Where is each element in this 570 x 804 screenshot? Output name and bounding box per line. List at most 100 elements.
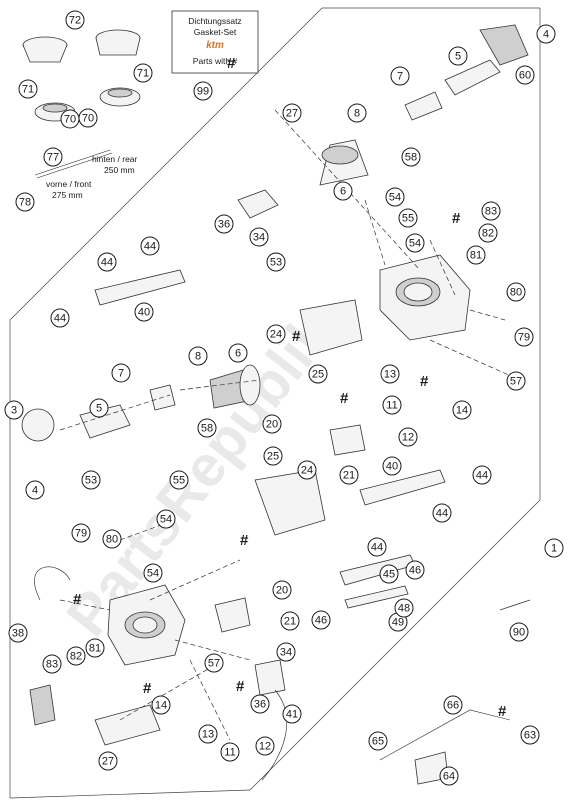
callout-54: 54: [405, 233, 425, 253]
callout-circle: [266, 252, 286, 272]
callout-circle: [198, 724, 218, 744]
svg-text:#: #: [236, 678, 245, 695]
callout-number: 8: [195, 351, 201, 363]
callout-circle: [379, 564, 399, 584]
callout-34: 34: [249, 227, 269, 247]
callout-27: 27: [282, 103, 302, 123]
callout-48: 48: [394, 598, 414, 618]
callout-54: 54: [143, 563, 163, 583]
callout-circle: [102, 529, 122, 549]
callout-number: 54: [409, 238, 421, 250]
callout-circle: [333, 181, 353, 201]
callout-4: 4: [25, 480, 45, 500]
callout-number: 36: [218, 219, 230, 231]
callout-number: 12: [259, 741, 271, 753]
callout-71: 71: [18, 79, 38, 99]
callout-3: 3: [4, 400, 24, 420]
callout-circle: [401, 147, 421, 167]
callout-circle: [394, 598, 414, 618]
callout-number: 44: [54, 313, 66, 325]
callout-7: 7: [390, 66, 410, 86]
callout-number: 63: [524, 730, 536, 742]
callout-number: 13: [202, 729, 214, 741]
callout-circle: [544, 538, 564, 558]
callout-circle: [81, 470, 101, 490]
svg-text:#: #: [292, 328, 301, 345]
callout-circle: [308, 364, 328, 384]
callout-number: 38: [12, 628, 24, 640]
callout-number: 71: [137, 68, 149, 80]
callout-number: 41: [286, 709, 298, 721]
callout-number: 7: [118, 368, 124, 380]
callout-number: 99: [197, 86, 209, 98]
callout-79: 79: [71, 523, 91, 543]
callout-number: 14: [155, 700, 167, 712]
callout-circle: [266, 324, 286, 344]
ktm-logo: ktm: [206, 40, 224, 51]
callout-81: 81: [85, 638, 105, 658]
callout-number: 44: [371, 542, 383, 554]
callout-number: 66: [447, 700, 459, 712]
callout-number: 55: [402, 213, 414, 225]
callout-number: 72: [69, 15, 81, 27]
callout-circle: [250, 694, 270, 714]
callout-circle: [98, 751, 118, 771]
callout-number: 34: [253, 232, 265, 244]
callout-number: 4: [32, 485, 38, 497]
callout-65: 65: [368, 731, 388, 751]
callout-circle: [263, 446, 283, 466]
callout-20: 20: [262, 414, 282, 434]
callout-circle: [193, 81, 213, 101]
callout-79: 79: [514, 327, 534, 347]
gasket-set-marks: # # # # # # # # # #: [73, 55, 507, 720]
callout-number: 12: [402, 432, 414, 444]
hose-note-rear: hinten / rear: [92, 154, 138, 164]
callout-circle: [398, 208, 418, 228]
callout-number: 1: [551, 543, 557, 555]
callout-number: 81: [89, 643, 101, 655]
callout-7: 7: [111, 363, 131, 383]
callout-number: 81: [470, 250, 482, 262]
callout-number: 53: [85, 475, 97, 487]
callout-circle: [134, 302, 154, 322]
callout-24: 24: [297, 460, 317, 480]
callout-number: 60: [519, 70, 531, 82]
callout-14: 14: [452, 400, 472, 420]
callout-number: 46: [315, 615, 327, 627]
callout-circle: [506, 282, 526, 302]
callout-83: 83: [42, 654, 62, 674]
callout-number: 24: [270, 329, 282, 341]
hose-note-rear-length: 250 mm: [104, 165, 135, 175]
callout-71: 71: [133, 63, 153, 83]
callout-circle: [71, 523, 91, 543]
callout-circle: [4, 400, 24, 420]
callout-70: 70: [78, 108, 98, 128]
callout-11: 11: [382, 395, 402, 415]
callout-8: 8: [347, 103, 367, 123]
callout-circle: [220, 742, 240, 762]
callout-34: 34: [276, 642, 296, 662]
callout-40: 40: [382, 456, 402, 476]
callout-number: 44: [144, 241, 156, 253]
callout-number: 80: [510, 287, 522, 299]
callout-circle: [282, 704, 302, 724]
callout-number: 70: [82, 113, 94, 125]
callout-circle: [382, 395, 402, 415]
callout-60: 60: [515, 65, 535, 85]
callout-83: 83: [481, 201, 501, 221]
svg-text:#: #: [143, 680, 152, 697]
callout-number: 64: [443, 771, 455, 783]
callout-circle: [42, 654, 62, 674]
callout-number: 14: [456, 405, 468, 417]
callout-circle: [111, 363, 131, 383]
callout-circle: [481, 201, 501, 221]
callout-36: 36: [214, 214, 234, 234]
callout-circle: [443, 695, 463, 715]
callout-number: 13: [384, 369, 396, 381]
callout-circle: [25, 480, 45, 500]
callout-81: 81: [466, 245, 486, 265]
callout-number: 11: [386, 400, 397, 412]
callout-number: 78: [19, 197, 31, 209]
callout-46: 46: [405, 560, 425, 580]
diagram-frame: [9, 7, 541, 799]
